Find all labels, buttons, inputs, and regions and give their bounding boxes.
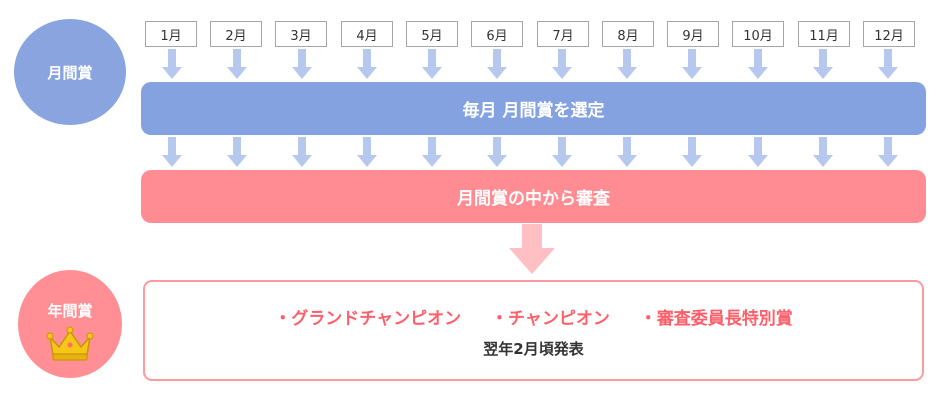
- down-arrow-icon: [292, 137, 312, 167]
- down-arrow-icon: [422, 49, 442, 79]
- down-arrow-icon: [357, 49, 377, 79]
- announcement-text: 翌年2月頃発表: [483, 340, 584, 358]
- down-arrow-icon: [292, 49, 312, 79]
- month-box: 1月: [145, 21, 197, 47]
- crown-icon: [46, 326, 94, 361]
- month-box: 11月: [798, 21, 850, 47]
- down-arrow-icon: [422, 137, 442, 167]
- down-arrow-icon: [682, 137, 702, 167]
- monthly-selection-label: 毎月 月間賞を選定: [462, 101, 605, 121]
- review-bar: 月間賞の中から審査: [141, 170, 926, 223]
- down-arrow-icon: [227, 137, 247, 167]
- down-arrow-icon: [552, 49, 572, 79]
- award-champion: ・チャンピオン: [491, 309, 610, 329]
- down-arrow-icon: [357, 137, 377, 167]
- down-arrow-icon: [487, 137, 507, 167]
- yearly-award-badge: 年間賞: [18, 270, 122, 378]
- down-arrow-icon: [227, 49, 247, 79]
- down-arrow-icon: [617, 49, 637, 79]
- awards-list: ・グランドチャンピオン ・チャンピオン ・審査委員長特別賞: [145, 304, 922, 329]
- award-grand-champion: ・グランドチャンピオン: [274, 309, 462, 329]
- down-arrow-icon: [813, 49, 833, 79]
- down-arrow-icon: [813, 137, 833, 167]
- month-box: 5月: [406, 21, 458, 47]
- review-label: 月間賞の中から審査: [457, 189, 610, 209]
- down-arrow-icon: [878, 137, 898, 167]
- month-box: 10月: [732, 21, 784, 47]
- yearly-award-label: 年間賞: [47, 302, 93, 320]
- award-chairman-special: ・審査委員長特別賞: [639, 309, 793, 329]
- down-arrow-icon: [748, 137, 768, 167]
- month-box: 6月: [471, 21, 523, 47]
- down-arrow-icon: [162, 49, 182, 79]
- monthly-award-badge: 月間賞: [14, 19, 126, 125]
- down-arrow-icon: [878, 49, 898, 79]
- monthly-award-label: 月間賞: [47, 63, 93, 82]
- month-box: 4月: [341, 21, 393, 47]
- month-box: 3月: [275, 21, 327, 47]
- down-arrow-icon: [682, 49, 702, 79]
- month-box: 8月: [602, 21, 654, 47]
- down-arrow-icon: [617, 137, 637, 167]
- down-arrow-icon: [162, 137, 182, 167]
- down-arrow-icon: [552, 137, 572, 167]
- month-box: 7月: [537, 21, 589, 47]
- monthly-selection-bar: 毎月 月間賞を選定: [141, 82, 926, 135]
- down-arrow-icon: [509, 224, 555, 274]
- down-arrow-icon: [487, 49, 507, 79]
- down-arrow-icon: [748, 49, 768, 79]
- month-box: 12月: [863, 21, 915, 47]
- result-box: ・グランドチャンピオン ・チャンピオン ・審査委員長特別賞 翌年2月頃発表: [143, 280, 924, 381]
- month-box: 2月: [210, 21, 262, 47]
- month-box: 9月: [667, 21, 719, 47]
